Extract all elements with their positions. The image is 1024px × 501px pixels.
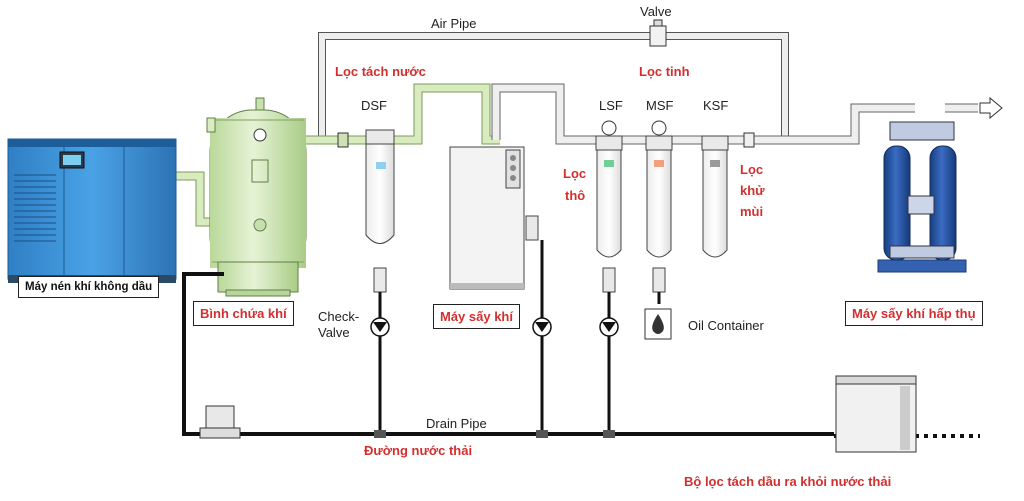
oil-water-separator-label: Bộ lọc tách dầu ra khỏi nước thải [684,474,892,489]
check-valve-label-line1: Check- [318,309,360,324]
msf-label: MSF [646,98,674,113]
check-valve-label-line2: Valve [318,325,350,340]
check-valve-icon [532,317,552,337]
refrigerated-dryer [449,146,539,290]
coarse-filter-label-line2: thô [565,188,586,203]
check-valve-icon [370,317,390,337]
odor-filter-label-line2: khử [740,183,765,198]
water-separator-label: Lọc tách nước [335,64,426,79]
msf-filter [645,120,673,293]
coarse-filter-label-line1: Lọc [563,166,587,181]
oil-free-compressor [7,138,177,283]
air-receiver-tank [206,97,307,297]
desiccant-dryer-label: Máy sấy khí hấp thụ [845,301,983,326]
oil-water-separator-unit [835,375,917,453]
dsf-filter [365,129,395,293]
odor-filter-label-line1: Lọc [740,162,764,177]
oil-container-icon [644,308,672,340]
fine-filter-label: Lọc tinh [639,64,690,79]
air-outlet-arrow-icon [979,96,1003,120]
desiccant-dryer [877,121,967,273]
air-tank-label: Bình chứa khí [193,301,294,326]
oil-container-label: Oil Container [688,318,764,333]
refrigerated-dryer-label: Máy sấy khí [433,304,520,329]
drain-pipe-label: Drain Pipe [426,416,487,431]
valve-label: Valve [640,4,672,19]
bypass-valve [649,19,667,47]
drain-line-label: Đường nước thải [364,443,473,458]
ksf-filter [701,135,729,258]
lsf-label: LSF [599,98,623,113]
drain-junction [603,430,615,438]
dsf-label: DSF [361,98,387,113]
compressor-label: Máy nén khí không dầu [18,276,160,298]
drain-junction [374,430,386,438]
ksf-label: KSF [703,98,729,113]
air-pipe-bypass [318,32,789,140]
drain-junction [536,430,548,438]
drain-trap [199,405,241,439]
filter-outlet-valve [743,132,755,148]
odor-filter-label-line3: mùi [740,204,764,219]
air-pipe-label: Air Pipe [431,16,477,31]
check-valve-icon [599,317,619,337]
lsf-filter [595,120,623,293]
tank-outlet-valve [337,132,349,148]
